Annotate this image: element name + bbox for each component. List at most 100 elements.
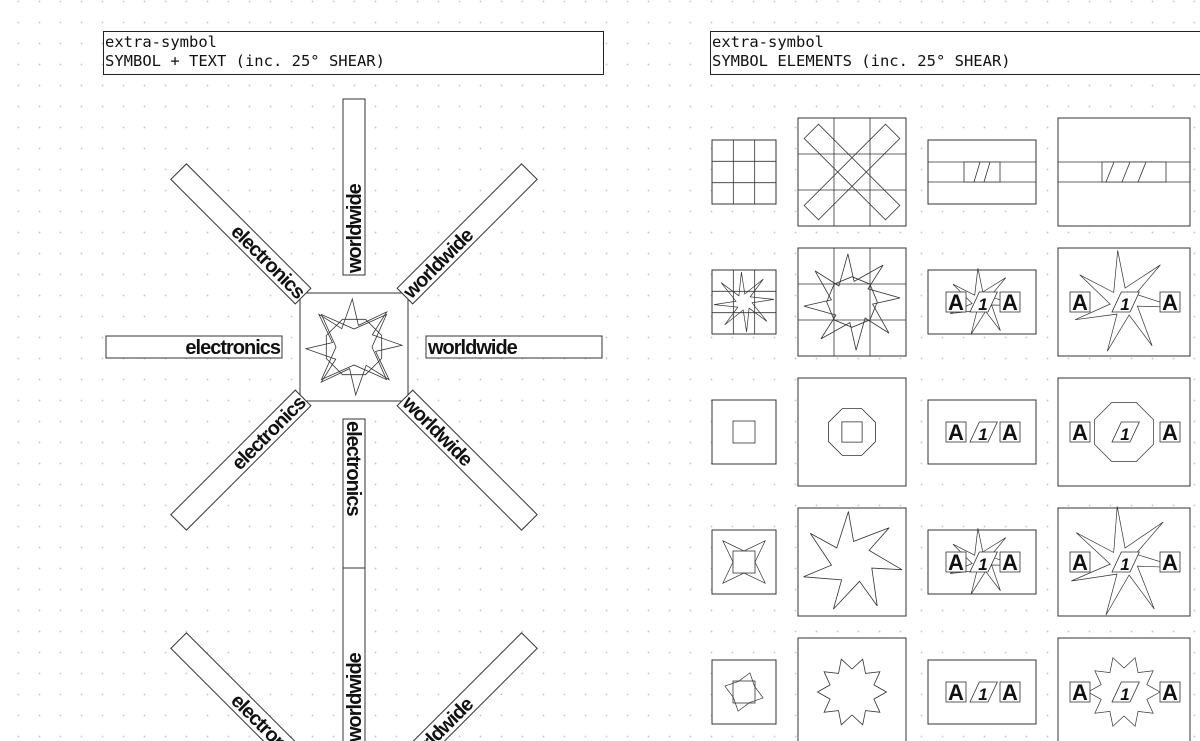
element-small <box>711 529 777 595</box>
bar-northwest-electronics: electronics <box>170 163 312 305</box>
letter-glyph: A <box>1072 550 1088 575</box>
numeral-one-sheared: 1 <box>1111 681 1140 704</box>
small-frame <box>711 269 777 335</box>
tilted-square <box>724 672 764 712</box>
word-bar-frame <box>396 163 538 305</box>
numeral-one-sheared: 1 <box>969 551 998 574</box>
word-bar-frame <box>342 98 366 276</box>
bar-southeast-worldwide: worldwide <box>396 389 538 531</box>
right-panel-header: extra-symbol SYMBOL ELEMENTS (inc. 25° S… <box>710 31 1200 75</box>
word-label: worldwide <box>399 693 479 741</box>
center-square <box>299 292 409 402</box>
sheared-frame <box>1111 291 1140 313</box>
left-header-subtitle: SYMBOL + TEXT (inc. 25° SHEAR) <box>105 52 385 70</box>
numeral-one-sheared: 1 <box>969 421 998 444</box>
letter-frame <box>945 291 967 313</box>
pinwheel-symbol <box>714 272 774 332</box>
center-pinwheel-symbol <box>304 297 404 397</box>
letter-glyph: 1 <box>978 295 987 314</box>
element-large <box>797 377 907 487</box>
small-frame <box>711 139 777 205</box>
large-frame <box>797 377 907 487</box>
pinwheel-symbol <box>949 528 1016 595</box>
square-star <box>722 540 766 584</box>
large-frame <box>797 247 907 357</box>
word-label: worldwide <box>344 652 366 741</box>
word-bar-frame <box>396 389 538 531</box>
letter-a-left: A <box>945 550 967 575</box>
letter-a-right: A <box>999 290 1021 315</box>
letter-frame <box>999 291 1021 313</box>
inner-square <box>732 420 756 444</box>
shear-line <box>1121 161 1131 183</box>
cross-band <box>803 123 901 221</box>
letter-glyph: A <box>1072 290 1088 315</box>
word-bar-frame <box>170 632 312 741</box>
large-frame <box>797 637 907 741</box>
letter-glyph: 1 <box>1120 295 1129 314</box>
element-text-small <box>927 139 1037 205</box>
letter-frame <box>1069 681 1091 703</box>
numeral-one-sheared: 1 <box>1111 291 1140 314</box>
word-label: worldwide <box>399 224 479 304</box>
element-text-large <box>1057 117 1191 227</box>
left-header-title: extra-symbol <box>105 33 217 51</box>
letter-glyph: A <box>1162 550 1178 575</box>
letter-a-left: A <box>1069 550 1091 575</box>
letter-glyph: A <box>1162 680 1178 705</box>
bar-south-electronics: electronics <box>342 418 366 596</box>
letter-a-right: A <box>999 420 1021 445</box>
word-label: worldwide <box>397 392 477 472</box>
word-bar-frame <box>425 335 603 359</box>
word-bar-frame <box>105 335 283 359</box>
letter-glyph: 1 <box>978 425 987 444</box>
star-symbol <box>816 658 888 726</box>
word-label: electronics <box>226 221 309 304</box>
cross-symbol <box>803 123 901 221</box>
pinwheel-symbol <box>949 268 1016 335</box>
letter-a-left: A <box>945 290 967 315</box>
element-text-large: A 1 A <box>1057 637 1191 741</box>
element-small <box>711 399 777 465</box>
numeral-one-sheared: 1 <box>969 681 998 704</box>
letter-glyph: A <box>1162 420 1178 445</box>
inner-square <box>841 421 863 443</box>
letter-frame <box>945 551 967 573</box>
letter-a-left: A <box>1069 680 1091 705</box>
letter-a-left: A <box>945 420 967 445</box>
small-frame <box>711 399 777 465</box>
cross-band <box>803 123 901 221</box>
bar-north-worldwide: worldwide <box>342 98 366 276</box>
element-small <box>711 139 777 205</box>
letter-frame <box>1159 421 1181 443</box>
letter-frame <box>1159 291 1181 313</box>
element-small <box>711 659 777 725</box>
word-bar-frame <box>170 163 312 305</box>
letter-glyph: A <box>1162 290 1178 315</box>
sheared-frame <box>969 551 998 573</box>
letter-glyph: 1 <box>1120 555 1129 574</box>
word-label: electronics <box>226 690 309 741</box>
lower-bar-2: electronics <box>170 632 312 741</box>
element-large <box>797 637 907 741</box>
letter-frame <box>1069 291 1091 313</box>
letter-frame <box>1069 551 1091 573</box>
sheared-frame <box>1111 551 1140 573</box>
letter-a-left: A <box>1069 420 1091 445</box>
letter-glyph: 1 <box>1120 685 1129 704</box>
word-label: worldwide <box>344 183 366 274</box>
letter-frame <box>945 681 967 703</box>
numeral-one-sheared: 1 <box>1111 551 1140 574</box>
numeral-one-sheared: 1 <box>969 291 998 314</box>
symbol-row-1 <box>711 117 1191 227</box>
letter-frame <box>1069 421 1091 443</box>
lower-bar-0: worldwide <box>342 567 366 741</box>
lower-star-partial: worldwide worldwide electronics <box>170 567 538 741</box>
